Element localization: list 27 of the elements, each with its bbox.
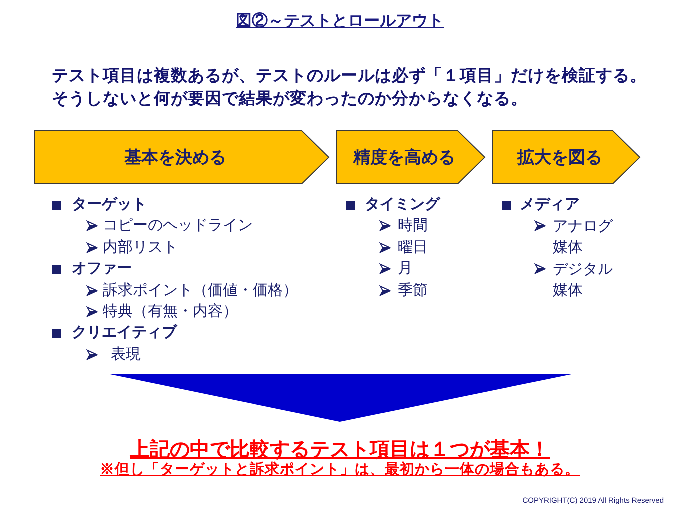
step-title: 精度を高める	[354, 148, 456, 168]
chevron-step	[337, 131, 485, 184]
step-title: 拡大を図る	[518, 148, 602, 168]
list-item: 訴求ポイント（価値・価格）	[103, 282, 298, 300]
list-item: 特典（有無・内容）	[103, 303, 238, 321]
list-item: コピーのヘッドライン	[103, 217, 253, 236]
conclusion-text: ※但し「ターゲットと訴求ポイント」は、最初から一体の場合もある。	[100, 462, 580, 480]
chevron-step	[493, 131, 640, 184]
list-item: 曜日	[398, 238, 428, 257]
list-item: 表現	[111, 346, 141, 364]
list-item: 月	[398, 260, 413, 278]
title: 図②～テストとロールアウト	[236, 12, 444, 31]
list-item: 時間	[398, 217, 428, 236]
chevron-step	[35, 131, 329, 184]
list-heading: クリエイティブ	[72, 324, 177, 342]
list-item: デジタル媒体	[553, 260, 614, 301]
intro-text: そうしないと何が要因で結果が変わったのか分からなくなる。	[52, 89, 528, 109]
list-heading: オファー	[72, 260, 132, 278]
list-heading: メディア	[520, 196, 580, 214]
list-item: 内部リスト	[103, 238, 178, 257]
list-heading: ターゲット	[72, 196, 147, 214]
conclusion-text: 上記の中で比較するテスト項目は１つが基本！	[130, 438, 550, 462]
intro-text: テスト項目は複数あるが、テストのルールは必ず「１項目」だけを検証する。	[52, 66, 647, 86]
list-item: アナログ媒体	[553, 216, 614, 258]
list-item: 季節	[398, 282, 428, 300]
list-heading: タイミング	[365, 196, 440, 214]
step-title: 基本を決める	[124, 148, 226, 168]
